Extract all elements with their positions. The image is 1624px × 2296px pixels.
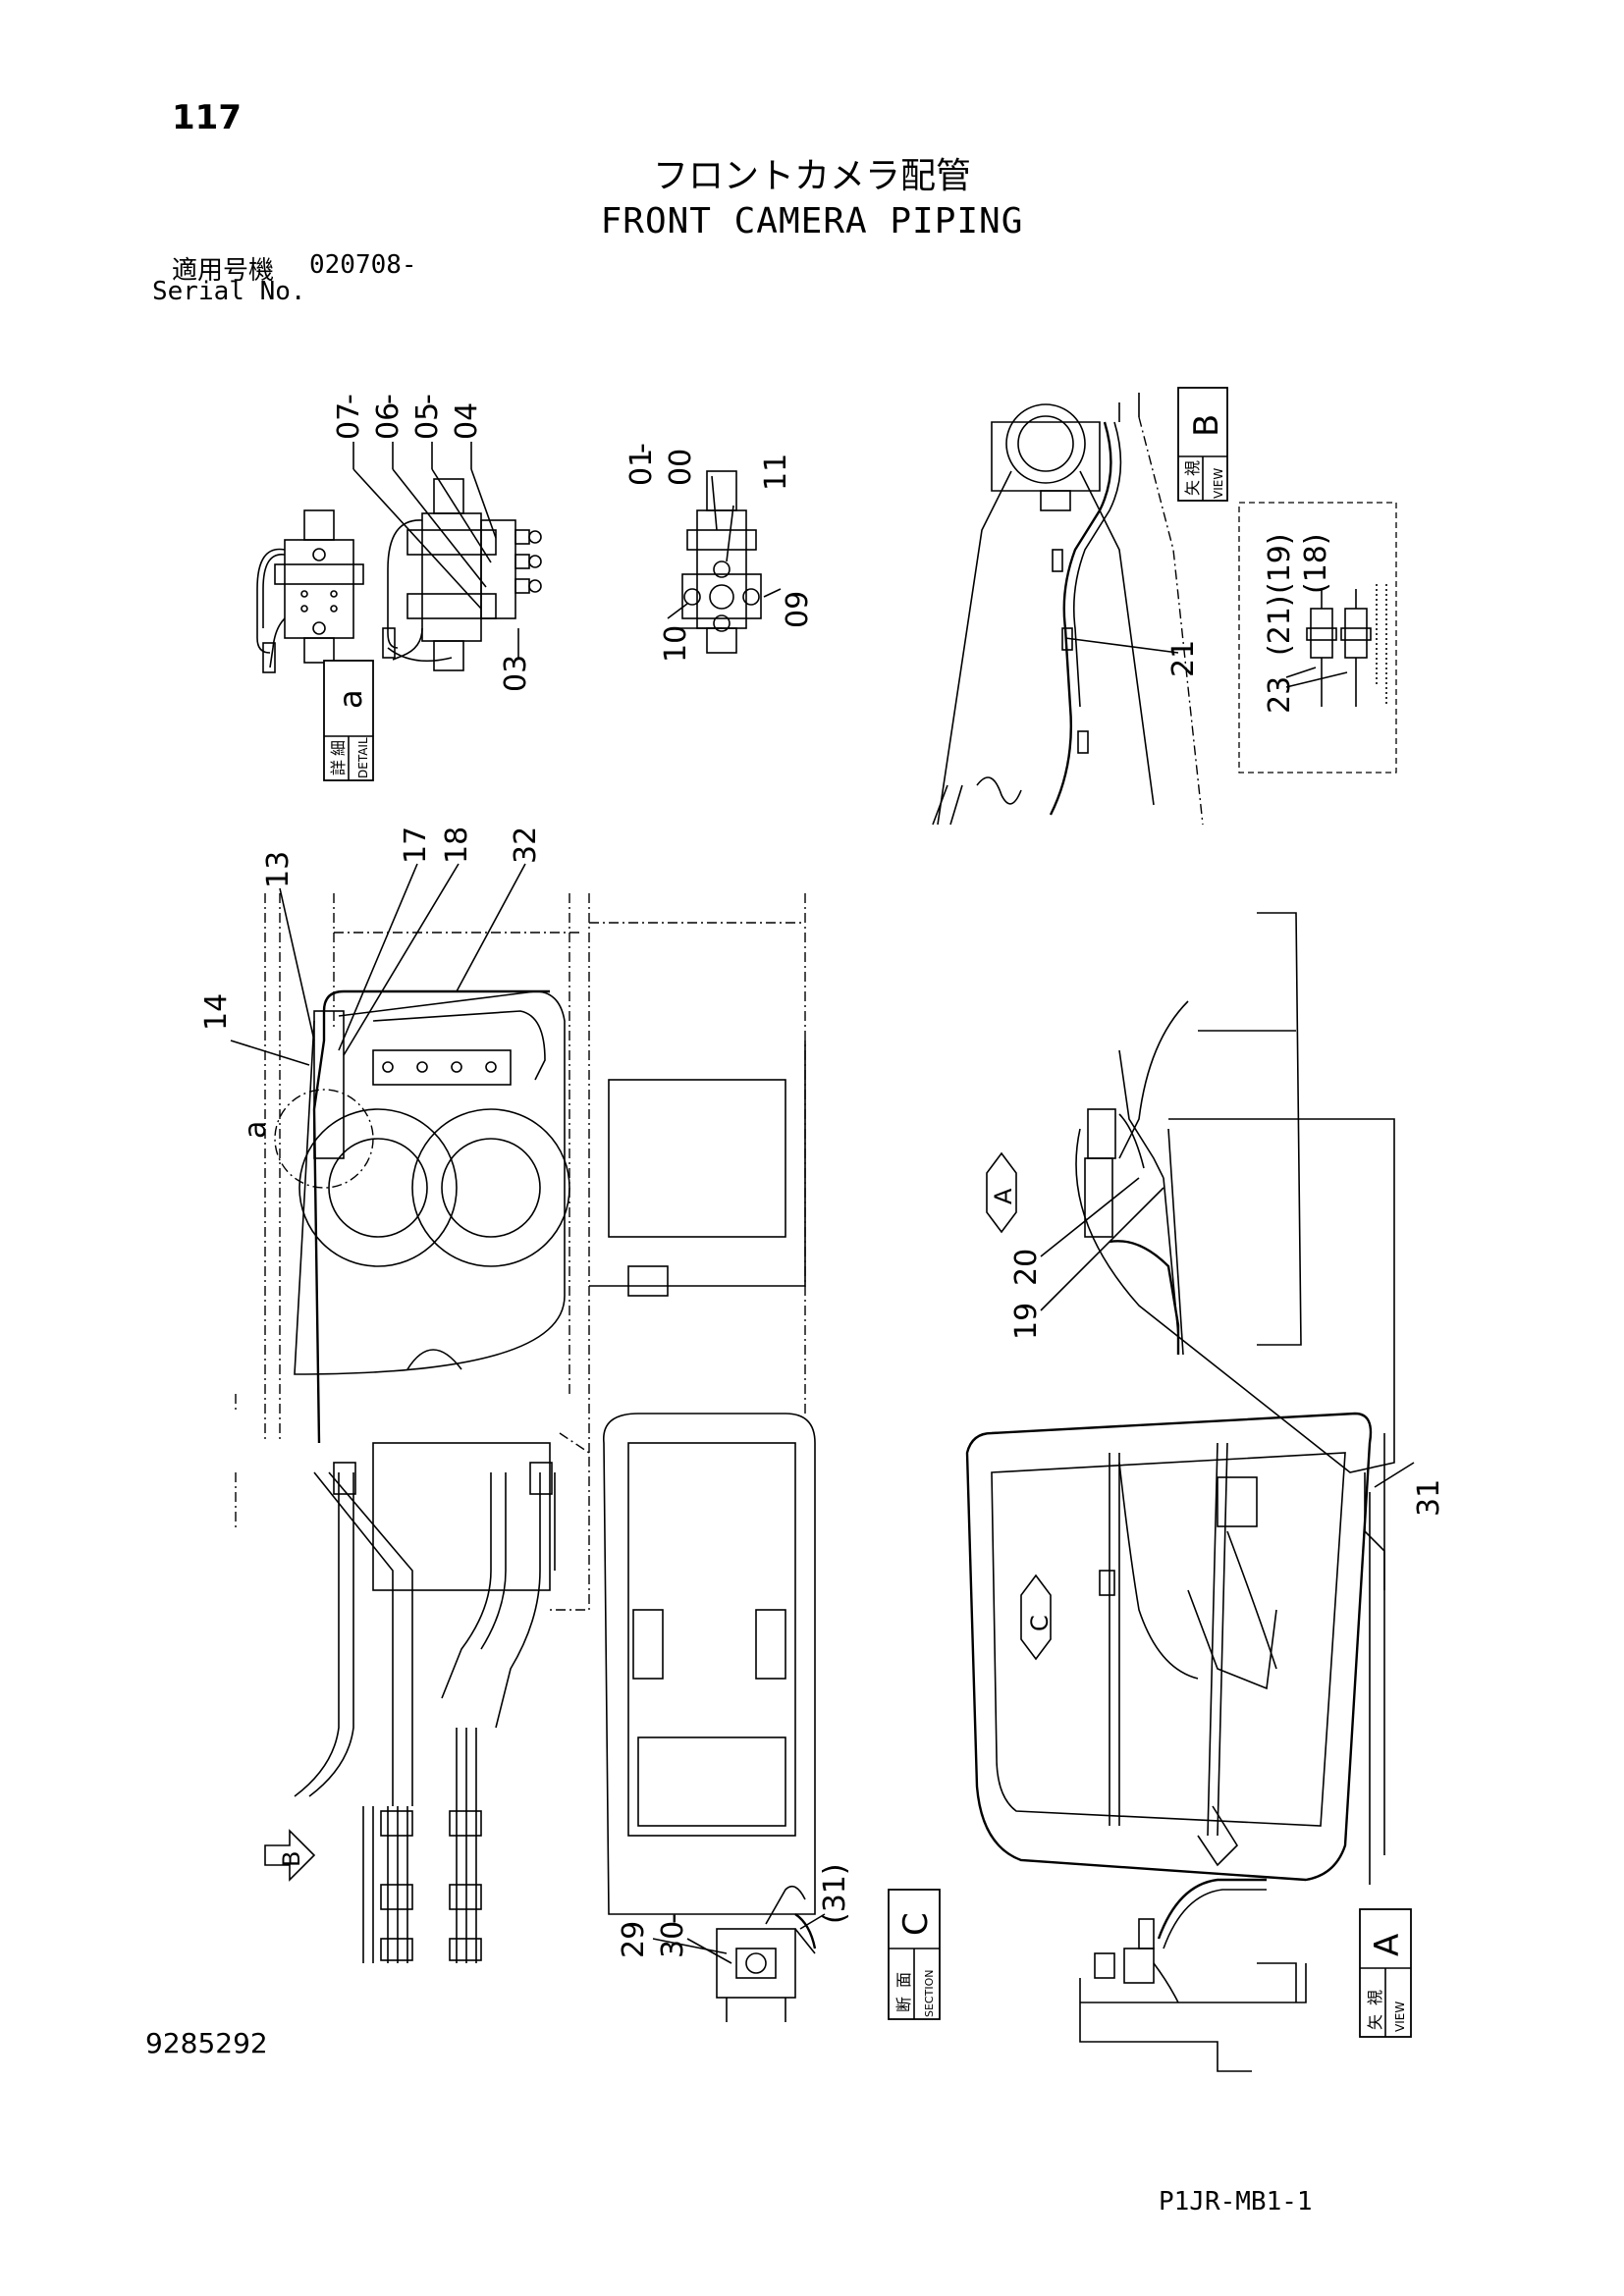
arrow-c-letter: C xyxy=(1026,1615,1054,1631)
callout-dash: - xyxy=(624,443,659,454)
view-b-letter: B xyxy=(1187,414,1226,437)
view-label-en: VIEW xyxy=(1393,2002,1407,2032)
callout-23: 23 xyxy=(1263,676,1297,714)
callout-19: 19 xyxy=(1009,1303,1044,1340)
callout-29: 29 xyxy=(617,1921,651,1958)
callout-04: 04 xyxy=(450,402,484,440)
view-label-jp-2: 視 xyxy=(1366,1990,1384,2005)
document-number: 9285292 xyxy=(145,2027,268,2059)
page-title: FRONT CAMERA PIPING xyxy=(600,201,1024,241)
view-c-drawing xyxy=(965,912,1395,1885)
section-c-letter: C xyxy=(896,1912,936,1936)
callout-20: 20 xyxy=(1009,1249,1044,1286)
callout-03: 03 xyxy=(499,655,533,692)
page-number: 117 xyxy=(172,98,242,137)
section-c-drawing xyxy=(716,1885,817,2022)
callout-21: 21 xyxy=(1166,640,1201,677)
callout-31: 31 xyxy=(1412,1479,1446,1517)
callout-05: 05 xyxy=(410,402,445,440)
callout-07: 07 xyxy=(332,402,366,440)
section-label-jp-1: 断 xyxy=(894,1997,913,2012)
detail-a-label: a 詳 細 DETAIL xyxy=(323,660,374,781)
view-label-jp-1: 矢 xyxy=(1183,480,1202,496)
callout-06: 06 xyxy=(371,402,406,440)
callout-17: 17 xyxy=(399,827,433,864)
callout-dash: - xyxy=(656,1913,690,1924)
detail-label-jp-1: 詳 xyxy=(329,760,348,775)
callout-dash: - xyxy=(410,394,445,404)
callout-31-ref: (31) xyxy=(818,1863,852,1924)
fitting-inset xyxy=(1238,502,1397,774)
view-b-label: B 矢 視 VIEW xyxy=(1177,387,1228,502)
view-a-label: A 矢 視 VIEW xyxy=(1359,1908,1412,2038)
callout-00: 00 xyxy=(664,449,698,486)
callout-a: a xyxy=(239,1121,273,1139)
view-label-jp-2: 視 xyxy=(1183,460,1202,476)
view-a-letter: A xyxy=(1368,1934,1407,1956)
callout-13: 13 xyxy=(261,851,296,888)
page-title-japanese: フロントカメラ配管 xyxy=(652,156,971,196)
callout-11: 11 xyxy=(759,454,793,491)
detail-a-letter: a xyxy=(332,689,369,709)
arrow-a-marker[interactable]: A xyxy=(986,1151,1017,1234)
arrow-c-marker[interactable]: C xyxy=(1020,1574,1054,1661)
callout-19-ref: (19) xyxy=(1263,533,1297,594)
detail-label-en: DETAIL xyxy=(356,737,370,778)
callout-10: 10 xyxy=(659,625,693,663)
view-label-jp-1: 矢 xyxy=(1366,2014,1384,2030)
callout-32: 32 xyxy=(509,827,543,864)
section-c-label: C 断 面 SECTION xyxy=(888,1889,941,2020)
page-code: P1JR-MB1-1 xyxy=(1159,2187,1313,2216)
section-label-jp-2: 面 xyxy=(894,1972,913,1988)
arrow-a-letter: A xyxy=(990,1188,1017,1204)
callout-21-ref: (21) xyxy=(1263,595,1297,656)
main-plan-view xyxy=(235,893,816,1963)
view-a-drawing xyxy=(1079,1878,1307,2072)
serial-number-value: 020708- xyxy=(309,250,417,280)
section-label-en: SECTION xyxy=(923,1970,936,2017)
callout-30: 30 xyxy=(656,1921,690,1958)
detail-label-jp-2: 細 xyxy=(329,740,348,756)
callout-18: 18 xyxy=(440,827,474,864)
detail-a-drawing xyxy=(256,442,782,673)
arrow-b-marker[interactable]: B xyxy=(264,1829,316,1882)
callout-18-ref: (18) xyxy=(1299,533,1333,594)
view-b-drawing xyxy=(932,393,1204,826)
arrow-b-letter: B xyxy=(278,1851,305,1867)
callout-01: 01 xyxy=(624,449,659,486)
callout-14: 14 xyxy=(199,993,234,1031)
view-label-en: VIEW xyxy=(1212,468,1225,499)
callout-dash: - xyxy=(332,394,366,404)
serial-label: Serial No. xyxy=(152,277,306,306)
serial-label-japanese: 適用号機 xyxy=(172,256,275,286)
callout-dash: - xyxy=(371,394,406,404)
callout-09: 09 xyxy=(781,591,815,628)
